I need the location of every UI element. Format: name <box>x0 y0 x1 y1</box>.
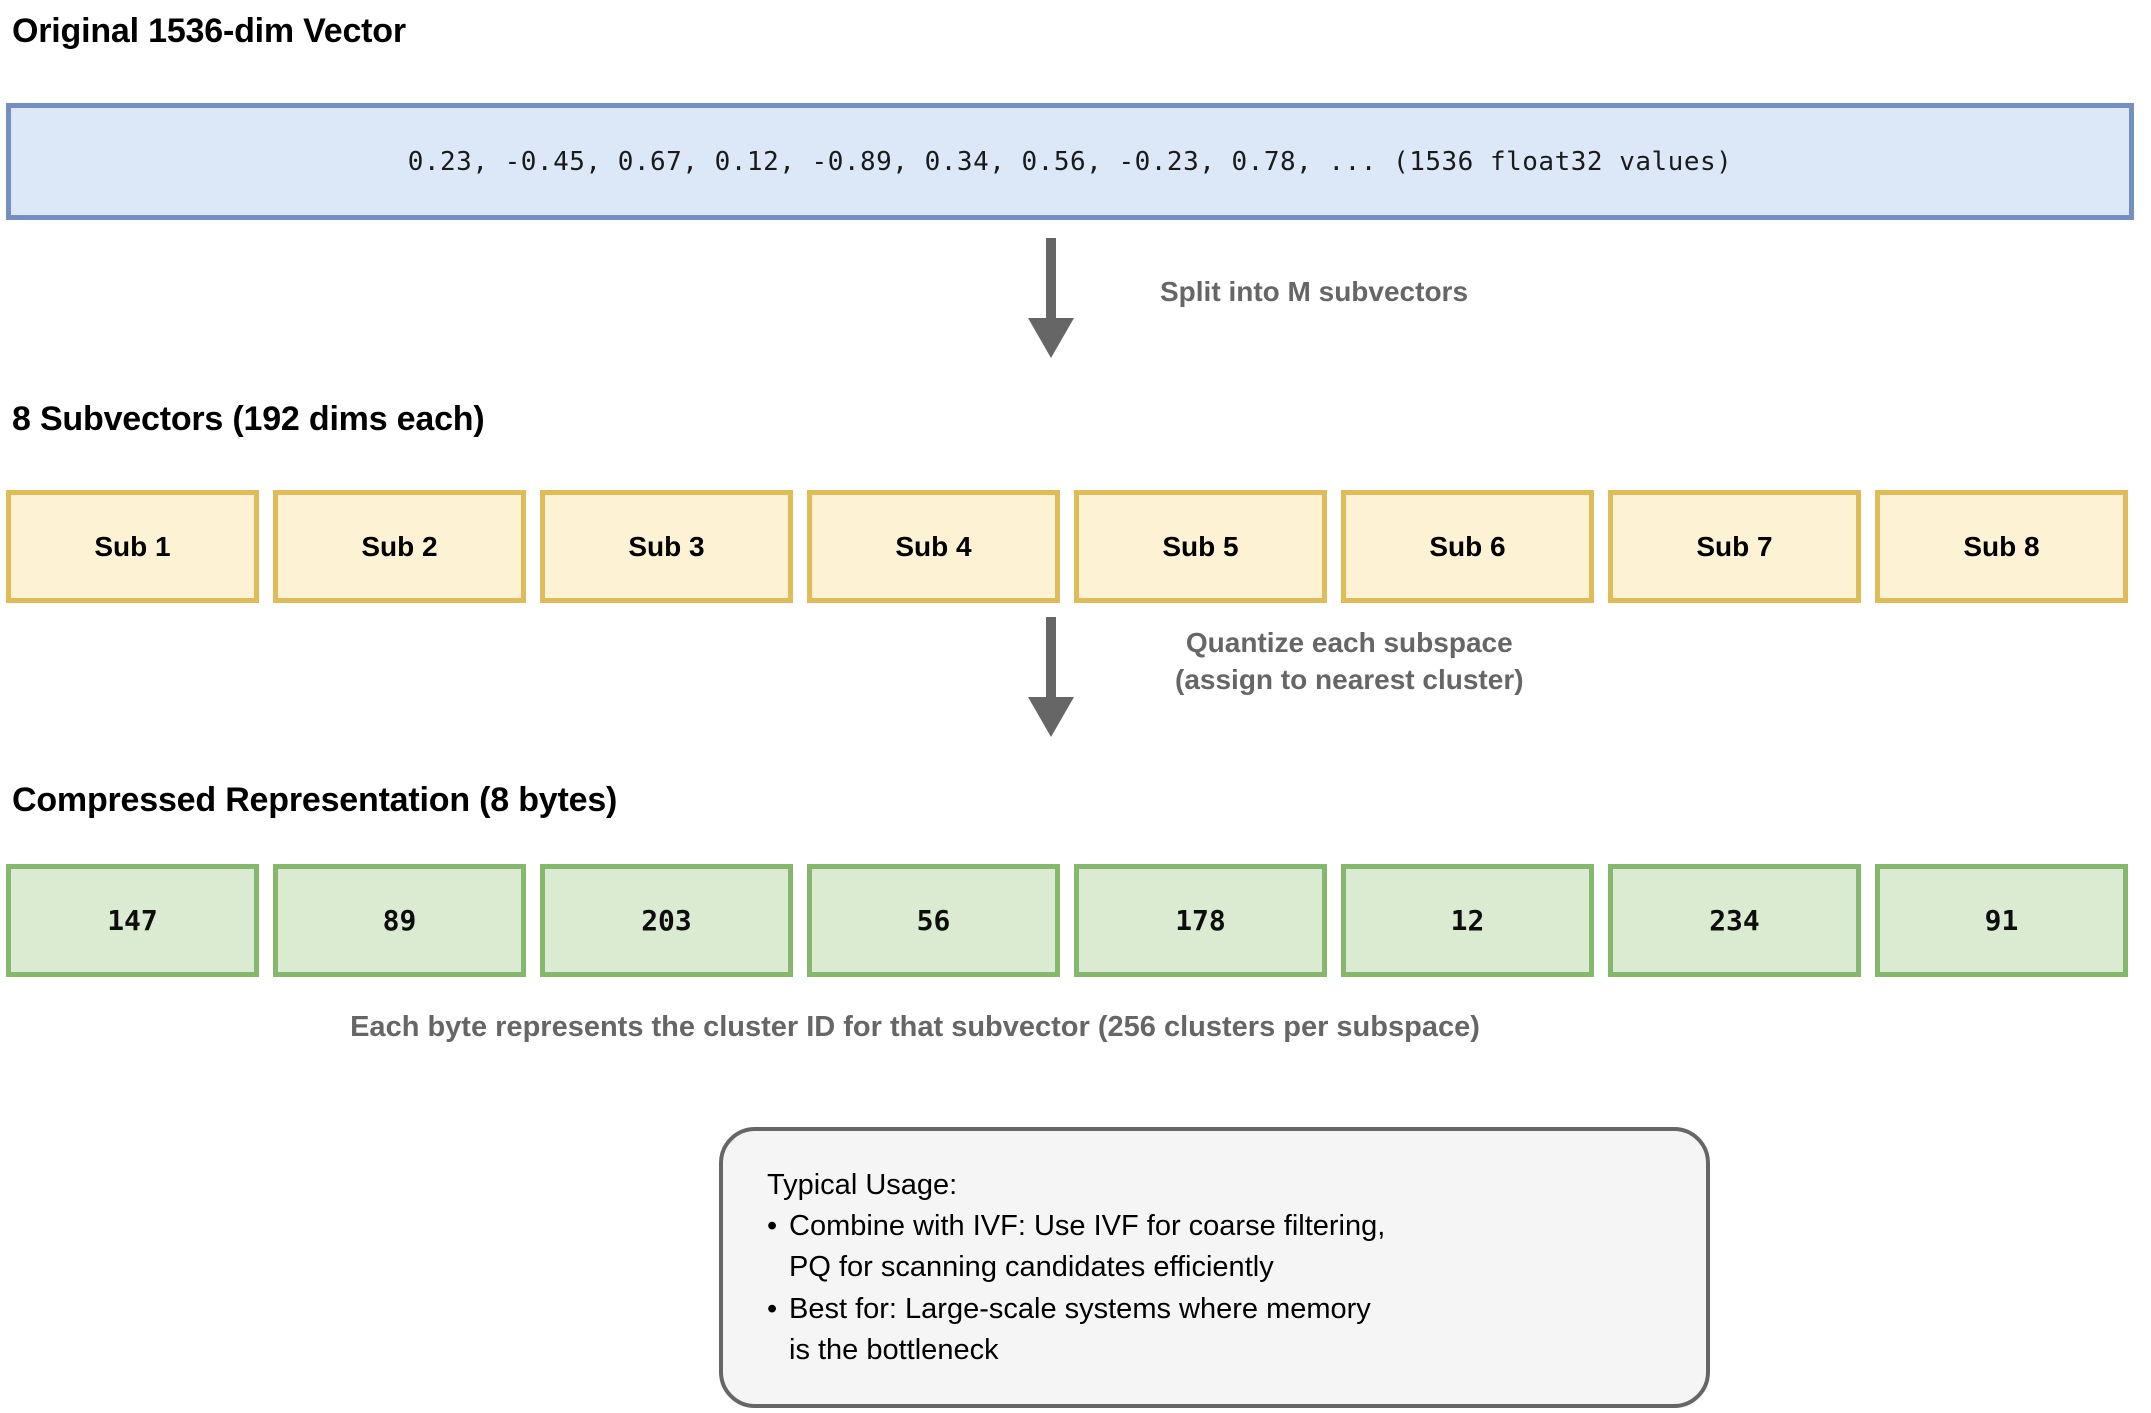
subvector-box: Sub 3 <box>540 490 793 603</box>
subvector-box: Sub 8 <box>1875 490 2128 603</box>
callout-list-item: • Best for: Large-scale systems where mem… <box>767 1289 1662 1371</box>
byte-box: 89 <box>273 864 526 977</box>
subvector-box: Sub 7 <box>1608 490 1861 603</box>
byte-value: 178 <box>1175 904 1226 937</box>
subvector-label: Sub 5 <box>1162 530 1239 562</box>
subvector-label: Sub 2 <box>361 530 438 562</box>
callout-item-list: • Combine with IVF: Use IVF for coarse fi… <box>767 1206 1662 1371</box>
byte-box: 234 <box>1608 864 1861 977</box>
subvector-box: Sub 4 <box>807 490 1060 603</box>
byte-value: 234 <box>1709 904 1760 937</box>
subvector-box: Sub 5 <box>1074 490 1327 603</box>
callout-title: Typical Usage: <box>767 1169 958 1201</box>
arrow-split-label: Split into M subvectors <box>1160 276 1469 307</box>
byte-box: 91 <box>1875 864 2128 977</box>
arrow-quantize-label-line1: Quantize each subspace <box>1185 627 1513 658</box>
callout-item-text: Best for: Large-scale systems where memo… <box>789 1292 1371 1366</box>
subvector-label: Sub 1 <box>94 530 171 562</box>
compressed-byte-row: 147 89 203 56 178 12 234 91 <box>6 864 2151 977</box>
byte-value: 203 <box>641 904 692 937</box>
subvector-box: Sub 2 <box>273 490 526 603</box>
section-heading-original-vector: Original 1536-dim Vector <box>12 12 406 50</box>
byte-value: 89 <box>382 904 417 937</box>
subvector-label: Sub 7 <box>1696 530 1773 562</box>
arrow-split-into-subvectors <box>1023 238 1079 360</box>
original-vector-values: 0.23, -0.45, 0.67, 0.12, -0.89, 0.34, 0.… <box>407 146 1733 177</box>
subvector-label: Sub 4 <box>895 530 972 562</box>
byte-caption: Each byte represents the cluster ID for … <box>350 1011 1480 1043</box>
byte-box: 56 <box>807 864 1060 977</box>
byte-value: 56 <box>916 904 951 937</box>
callout-item-text: Combine with IVF: Use IVF for coarse fil… <box>789 1210 1386 1284</box>
bullet-icon: • <box>767 1210 778 1243</box>
byte-value: 91 <box>1984 904 2019 937</box>
arrow-quantize-label: Quantize each subspace (assign to neares… <box>1175 625 1524 699</box>
byte-box: 203 <box>540 864 793 977</box>
subvector-box: Sub 6 <box>1341 490 1594 603</box>
subvector-box: Sub 1 <box>6 490 259 603</box>
section-heading-compressed: Compressed Representation (8 bytes) <box>12 781 618 819</box>
byte-box: 12 <box>1341 864 1594 977</box>
section-heading-subvectors: 8 Subvectors (192 dims each) <box>12 400 485 438</box>
down-arrow-icon <box>1028 617 1074 737</box>
subvector-label: Sub 8 <box>1963 530 2040 562</box>
original-vector-box: 0.23, -0.45, 0.67, 0.12, -0.89, 0.34, 0.… <box>6 103 2134 220</box>
byte-box: 147 <box>6 864 259 977</box>
byte-value: 12 <box>1450 904 1485 937</box>
callout-list-item: • Combine with IVF: Use IVF for coarse fi… <box>767 1206 1662 1288</box>
subvector-label: Sub 6 <box>1429 530 1506 562</box>
typical-usage-callout: Typical Usage: • Combine with IVF: Use IV… <box>719 1127 1710 1408</box>
subvector-label: Sub 3 <box>628 530 705 562</box>
byte-value: 147 <box>107 904 158 937</box>
bullet-icon: • <box>767 1292 778 1325</box>
arrow-quantize-subspace <box>1023 617 1079 739</box>
subvector-row: Sub 1 Sub 2 Sub 3 Sub 4 Sub 5 Sub 6 Sub … <box>6 490 2151 603</box>
byte-box: 178 <box>1074 864 1327 977</box>
arrow-quantize-label-line2: (assign to nearest cluster) <box>1175 663 1524 695</box>
down-arrow-icon <box>1028 238 1074 358</box>
